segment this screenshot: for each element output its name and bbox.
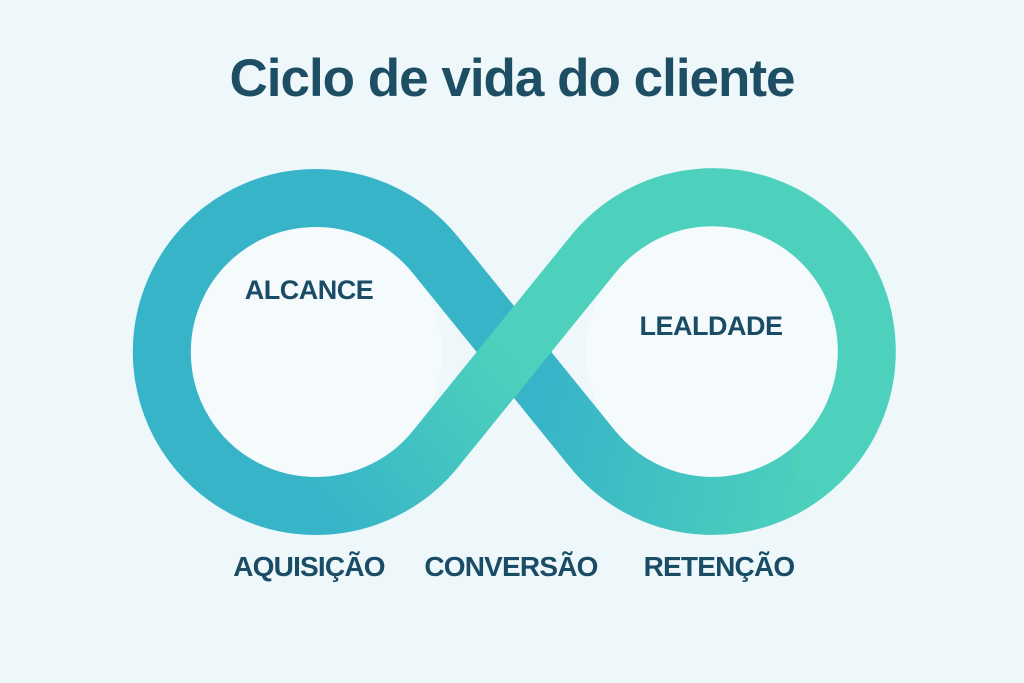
stage-label-retencao: RETENÇÃO (643, 551, 796, 582)
loop-label-lealdade: LEALDADE (639, 311, 784, 341)
stage-label-conversao: CONVERSÃO (424, 551, 598, 582)
infinity-ribbon-mint-strand (287, 168, 896, 535)
left-loop-interior (190, 226, 442, 478)
stage-label-aquisicao: AQUISIÇÃO (233, 551, 385, 582)
page-title: Ciclo de vida do cliente (229, 49, 795, 108)
infinity-ribbon-cyan-strand (132, 169, 850, 535)
loop-label-alcance: ALCANCE (244, 275, 374, 305)
right-loop-interior (586, 226, 838, 478)
